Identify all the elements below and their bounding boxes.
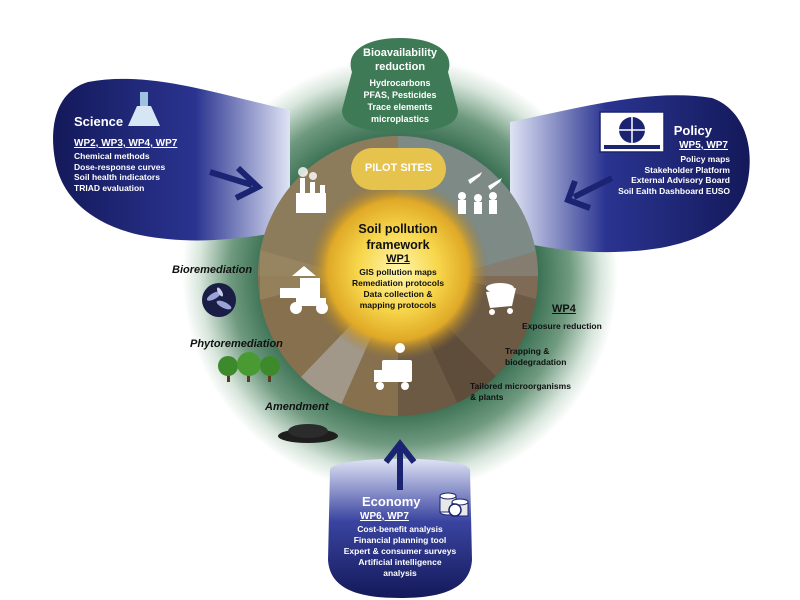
coins-icon xyxy=(439,492,469,517)
framework-item: Data collection & xyxy=(363,289,433,299)
trapping-line1: Trapping & xyxy=(505,346,550,356)
bioavailability-list: Hydrocarbons PFAS, Pesticides Trace elem… xyxy=(345,77,455,125)
tractor-icon xyxy=(280,266,328,314)
flask-icon xyxy=(128,92,160,126)
economy-title: Economy xyxy=(362,494,421,509)
economy-panel xyxy=(328,458,472,598)
trapping-line2: biodegradation xyxy=(505,357,567,367)
arrow-policy xyxy=(564,175,614,211)
phytoremediation-label: Phytoremediation xyxy=(190,338,283,350)
science-list: Chemical methods Dose-response curves So… xyxy=(74,151,165,193)
trees-icon xyxy=(218,352,280,382)
center-glow xyxy=(308,180,488,360)
bioavailability-title-line1: Bioavailability xyxy=(363,47,437,59)
economy-item: analysis xyxy=(383,568,417,578)
policy-item: Soil Ealth Dashboard EUSO xyxy=(618,185,730,196)
science-wp: WP2, WP3, WP4, WP7 xyxy=(74,138,178,149)
pilot-sites-pill xyxy=(351,148,446,190)
policy-list: Policy maps Stakeholder Platform Externa… xyxy=(580,154,730,196)
bioavailability-item: microplastics xyxy=(370,114,430,124)
amendment-label: Amendment xyxy=(265,401,329,413)
bacteria-icon xyxy=(202,283,236,317)
science-item: Chemical methods xyxy=(74,151,150,161)
framework-item: Remediation protocols xyxy=(351,278,445,288)
bioavailability-bubble xyxy=(342,38,458,132)
bioavailability-title: Bioavailability reduction xyxy=(345,46,455,74)
science-item: Soil health indicators xyxy=(74,172,160,182)
policy-title: Policy xyxy=(673,123,712,138)
factory-icon xyxy=(296,167,326,213)
tailored-line2: & plants xyxy=(470,392,504,402)
economy-wp: WP6, WP7 xyxy=(360,511,409,522)
economy-item: Artificial intelligence xyxy=(358,557,442,567)
framework-item: GIS pollution maps xyxy=(359,267,437,277)
framework-title-line1: Soil pollution xyxy=(358,222,438,236)
pilot-sites-label: PILOT SITES xyxy=(364,162,433,174)
exposure-reduction-label: Exposure reduction xyxy=(522,321,602,331)
framework-wp: WP1 xyxy=(386,253,410,265)
framework-title-line2: framework xyxy=(366,238,430,252)
mining-cart-icon xyxy=(486,283,516,315)
bioavailability-item: Hydrocarbons xyxy=(369,78,431,88)
science-title: Science xyxy=(74,114,124,129)
soldiers-icon xyxy=(458,172,502,214)
framework-item: mapping protocols xyxy=(359,300,437,310)
policy-item: Policy maps xyxy=(680,154,730,164)
science-item: Dose-response curves xyxy=(74,161,166,172)
policy-wp: WP5, WP7 xyxy=(679,140,728,151)
wp4-title: WP4 xyxy=(552,303,576,315)
trapping-label: Trapping & biodegradation xyxy=(505,346,566,368)
arrow-science xyxy=(209,165,264,201)
tailored-label: Tailored microorganisms & plants xyxy=(470,381,571,403)
soil-pile-icon xyxy=(278,424,338,443)
truck-icon xyxy=(374,343,412,390)
economy-list: Cost-benefit analysis Financial planning… xyxy=(330,524,470,579)
bioavailability-item: PFAS, Pesticides xyxy=(363,90,437,100)
framework-title: Soil pollution framework xyxy=(338,221,458,253)
bioremediation-label: Bioremediation xyxy=(172,264,253,276)
science-panel xyxy=(53,78,290,241)
arrow-economy xyxy=(383,439,417,490)
policy-item: Stakeholder Platform xyxy=(644,164,731,175)
bioavailability-item: Trace elements xyxy=(367,102,433,112)
economy-item: Cost-benefit analysis xyxy=(357,524,443,534)
policy-panel xyxy=(510,95,750,253)
economy-item: Expert & consumer surveys xyxy=(343,546,457,556)
tailored-line1: Tailored microorganisms xyxy=(470,381,571,391)
economy-item: Financial planning tool xyxy=(353,535,447,545)
policy-item: External Advisory Board xyxy=(631,175,730,185)
framework-list: GIS pollution maps Remediation protocols… xyxy=(328,267,468,311)
bioavailability-title-line2: reduction xyxy=(374,61,426,73)
science-item: TRIAD evaluation xyxy=(74,182,145,193)
government-building-icon xyxy=(599,111,665,153)
